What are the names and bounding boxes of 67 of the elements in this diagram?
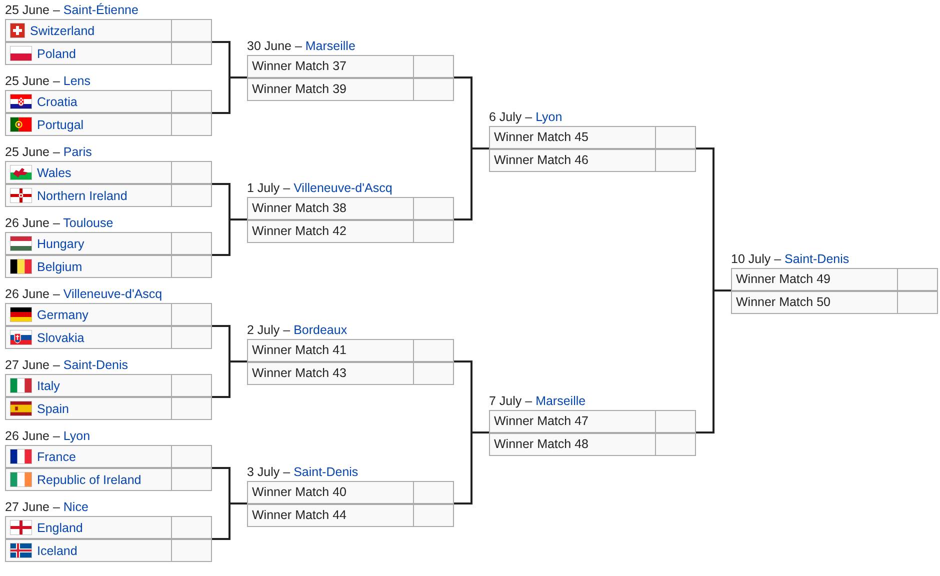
match-heading: 25 June – Lens	[5, 73, 90, 90]
match-heading: 27 June – Saint-Denis	[5, 357, 128, 374]
match-heading: 6 July – Lyon	[489, 108, 562, 126]
venue-link: Saint-Étienne	[63, 3, 138, 17]
venue-link: Saint-Denis	[63, 358, 128, 372]
team-link: Slovakia	[37, 330, 84, 344]
bracket-line	[212, 218, 247, 256]
match-heading: 25 June – Saint-Étienne	[5, 2, 138, 19]
bracket-line	[212, 502, 247, 540]
venue-link: Toulouse	[63, 216, 114, 230]
venue-link: Marseille	[305, 38, 356, 52]
venue-link: Marseille	[536, 394, 586, 408]
match-heading: 26 June – Toulouse	[5, 215, 114, 232]
bracket-line	[454, 148, 489, 220]
team-link: Republic of Ireland	[37, 472, 142, 486]
venue-link: Saint-Denis	[294, 464, 358, 478]
winner-slot: Winner Match 49	[731, 268, 898, 290]
winner-slot: Winner Match 39	[247, 78, 414, 100]
match-heading: 10 July – Saint-Denis	[731, 250, 850, 268]
winner-slot: Winner Match 37	[247, 54, 414, 78]
winner-slot: Winner Match 46	[489, 148, 656, 172]
team-link: France	[37, 450, 76, 464]
venue-link: Paris	[63, 145, 92, 159]
team-link: Wales	[37, 166, 72, 180]
venue-link: Villeneuve-d'Ascq	[294, 180, 392, 194]
team-link: Poland	[37, 46, 76, 60]
venue-link: Lyon	[536, 110, 562, 124]
team-link: Portugal	[37, 118, 84, 132]
winner-slot: Winner Match 44	[247, 504, 414, 526]
team-link: Spain	[37, 402, 69, 416]
team-link: Italy	[37, 378, 60, 392]
venue-link: Saint-Denis	[784, 252, 850, 266]
match-heading: 3 July – Saint-Denis	[247, 464, 358, 480]
venue-link: Nice	[63, 500, 88, 514]
winner-slot: Winner Match 42	[247, 220, 414, 242]
team-link: Northern Ireland	[37, 188, 128, 202]
venue-link: Bordeaux	[294, 322, 348, 336]
winner-slot: Winner Match 50	[731, 290, 898, 314]
match-heading: 7 July – Marseille	[489, 392, 586, 410]
team-link: Hungary	[37, 236, 84, 250]
venue-link: Lens	[63, 74, 90, 88]
team-link: Belgium	[37, 260, 82, 274]
bracket-line	[212, 76, 247, 114]
winner-slot: Winner Match 40	[247, 480, 414, 504]
winner-slot: Winner Match 41	[247, 338, 414, 362]
match-heading: 27 June – Nice	[5, 499, 88, 516]
venue-link: Villeneuve-d'Ascq	[63, 287, 162, 301]
team-link: Iceland	[37, 544, 78, 558]
match-heading: 26 June – Lyon	[5, 428, 90, 445]
bracket-line	[696, 290, 731, 434]
team-link: Switzerland	[30, 24, 95, 38]
match-heading: 2 July – Bordeaux	[247, 322, 348, 338]
winner-slot: Winner Match 43	[247, 362, 414, 384]
winner-slot: Winner Match 38	[247, 196, 414, 220]
match-heading: 1 July – Villeneuve-d'Ascq	[247, 180, 392, 196]
bracket-line	[454, 432, 489, 504]
match-heading: 26 June – Villeneuve-d'Ascq	[5, 286, 162, 303]
match-heading: 30 June – Marseille	[247, 38, 356, 54]
match-heading: 25 June – Paris	[5, 144, 92, 161]
team-link: Germany	[37, 308, 88, 322]
winner-slot: Winner Match 47	[489, 410, 656, 432]
team-link: England	[37, 520, 83, 534]
bracket-line	[212, 360, 247, 398]
winner-slot: Winner Match 45	[489, 126, 656, 148]
venue-link: Lyon	[63, 429, 90, 443]
winner-slot: Winner Match 48	[489, 432, 656, 456]
team-link: Croatia	[37, 94, 78, 108]
